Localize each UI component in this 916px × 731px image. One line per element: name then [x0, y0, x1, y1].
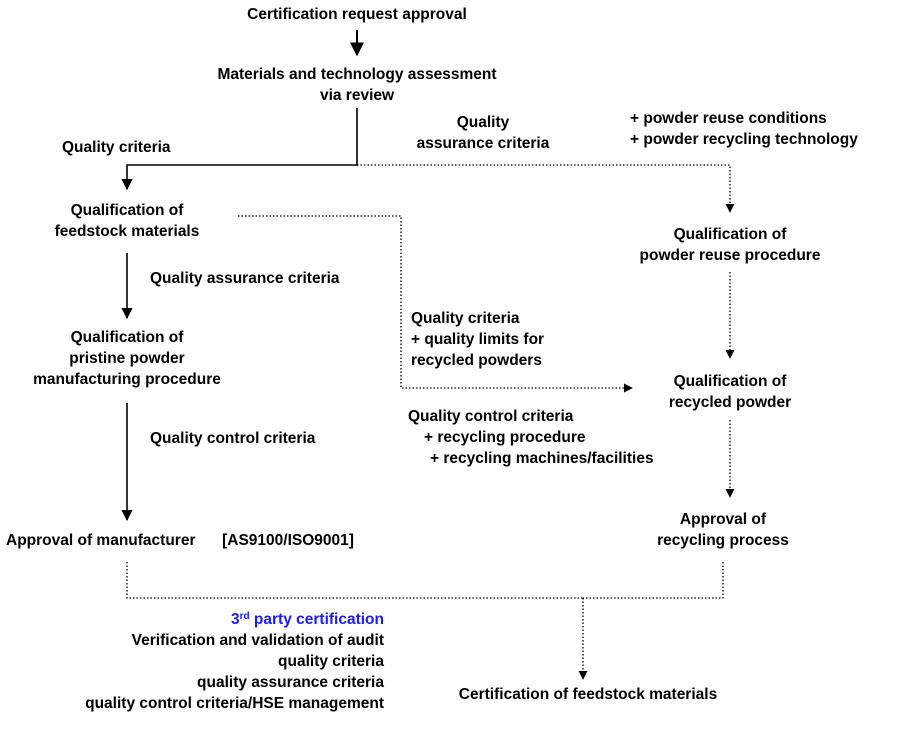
- node-text: via review: [319, 87, 395, 104]
- label-quality-control-left: Quality control criteria: [150, 428, 315, 449]
- third-party-line: quality assurance criteria: [197, 674, 384, 691]
- arrow-feedstock-to-recycled-powder: [238, 215, 633, 393]
- node-text: recycled powder: [668, 394, 792, 411]
- node-text: Materials and technology assessment: [217, 66, 497, 83]
- label-quality-assurance-left: Quality assurance criteria: [150, 268, 340, 289]
- third-party-certification: 3rd party certification Verification and…: [85, 609, 384, 714]
- edge-label-text: + recycling machines/facilities: [430, 450, 654, 467]
- node-text: powder reuse procedure: [639, 247, 821, 264]
- node-text: Approval of: [679, 511, 767, 528]
- edge-label-text: Quality: [456, 114, 510, 131]
- standard-reference: [AS9100/ISO9001]: [222, 532, 354, 549]
- node-text: Qualification of: [673, 226, 787, 243]
- third-party-title-suffix: rd: [239, 611, 250, 622]
- third-party-line: quality criteria: [278, 653, 384, 670]
- third-party-title-number: 3: [231, 611, 240, 628]
- node-text: feedstock materials: [54, 223, 200, 240]
- edge-label-text: recycled powders: [411, 352, 542, 369]
- third-party-line: quality control criteria/HSE management: [85, 695, 384, 712]
- node-text: pristine powder: [69, 350, 185, 367]
- node-certification-feedstock: Certification of feedstock materials: [459, 684, 717, 705]
- node-powder-reuse-qualification: Qualification of powder reuse procedure: [640, 224, 821, 266]
- edge-label-text: + quality limits for: [411, 331, 545, 348]
- node-pristine-powder-qualification: Qualification of pristine powder manufac…: [33, 327, 221, 390]
- third-party-title-rest: party certification: [249, 611, 384, 628]
- node-text: Approval of manufacturer: [6, 532, 196, 549]
- edge-label-text: Quality criteria: [62, 139, 171, 156]
- node-recycling-process-approval: Approval of recycling process: [657, 509, 789, 551]
- label-quality-control-right: Quality control criteria + recycling pro…: [408, 406, 654, 469]
- connector-manufacturer-to-certification: [126, 562, 583, 599]
- edge-label-text: + recycling procedure: [424, 429, 586, 446]
- node-certification-request: Certification request approval: [247, 4, 467, 25]
- label-quality-assurance-top: Quality assurance criteria: [417, 112, 550, 154]
- edge-label-text: Quality assurance criteria: [150, 270, 340, 287]
- edge-label-text: Quality control criteria: [408, 408, 574, 425]
- node-feedstock-qualification: Qualification of feedstock materials: [55, 200, 200, 242]
- connector-recycling-to-certification: [583, 562, 724, 599]
- node-manufacturer-approval: Approval of manufacturer [AS9100/ISO9001…: [6, 530, 354, 551]
- label-recycled-limits: Quality criteria + quality limits for re…: [411, 308, 544, 371]
- third-party-title: 3rd party certification: [85, 609, 384, 630]
- node-text: Certification request approval: [247, 6, 467, 23]
- node-text: Certification of feedstock materials: [458, 686, 718, 703]
- label-quality-criteria: Quality criteria: [62, 137, 171, 158]
- edge-label-text: Quality control criteria: [150, 430, 316, 447]
- node-text: Qualification of: [673, 373, 787, 390]
- third-party-line: Verification and validation of audit: [131, 632, 384, 649]
- label-powder-reuse-notes: + powder reuse conditions + powder recyc…: [630, 108, 858, 150]
- node-text: recycling process: [657, 532, 789, 549]
- edge-label-text: assurance criteria: [416, 135, 550, 152]
- node-text: Qualification of: [70, 202, 184, 219]
- arrow-assessment-to-powder-reuse: [357, 164, 735, 213]
- node-text: Qualification of: [70, 329, 184, 346]
- node-recycled-powder-qualification: Qualification of recycled powder: [669, 371, 791, 413]
- edge-label-text: + powder recycling technology: [630, 131, 858, 148]
- edge-label-text: Quality criteria: [411, 310, 520, 327]
- node-text: manufacturing procedure: [33, 371, 221, 388]
- node-assessment: Materials and technology assessment via …: [217, 64, 496, 106]
- edge-label-text: + powder reuse conditions: [630, 110, 827, 127]
- arrow-assessment-to-feedstock: [121, 108, 358, 191]
